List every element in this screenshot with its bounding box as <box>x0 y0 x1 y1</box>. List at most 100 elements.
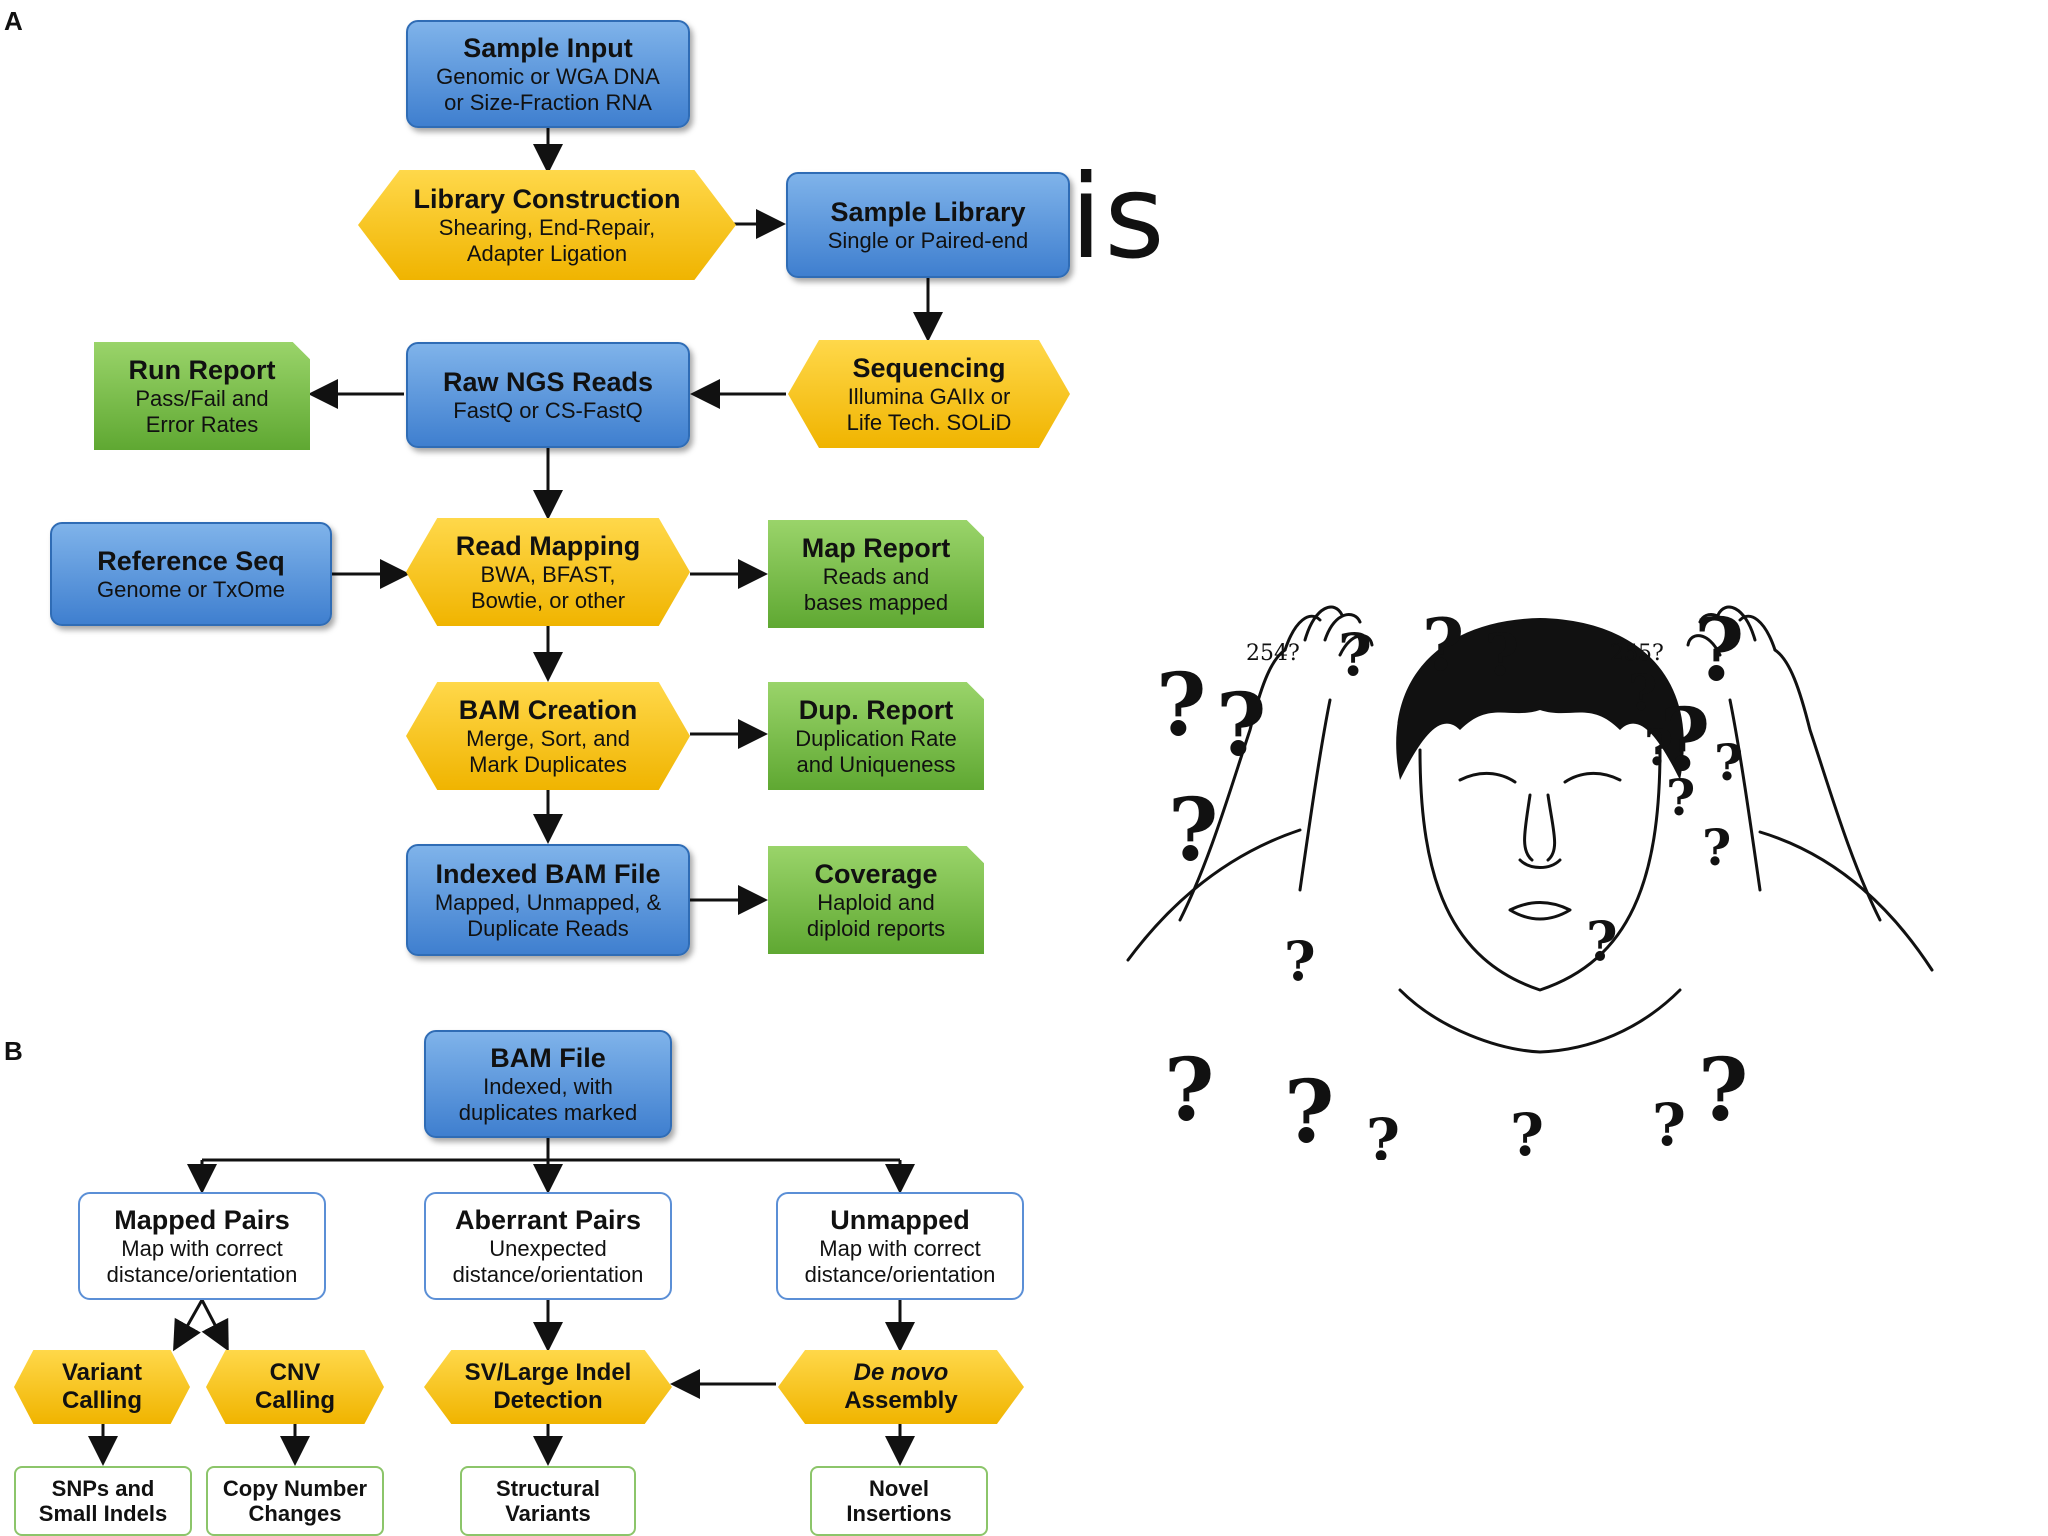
node-subtitle: Genomic or WGA DNA <box>436 64 660 90</box>
node-line: Structural <box>496 1475 600 1501</box>
left-eye <box>1458 772 1517 784</box>
bam-creation-node: BAM Creation Merge, Sort, and Mark Dupli… <box>406 682 690 790</box>
question-mark: ? <box>1366 1106 1400 1160</box>
node-subtitle: Duplication Rate <box>795 726 957 752</box>
node-subtitle: or Size-Fraction RNA <box>444 89 652 115</box>
node-line: Changes <box>248 1501 342 1526</box>
question-mark: ? <box>1510 1101 1544 1160</box>
sequencing-node: Sequencing Illumina GAIIx or Life Tech. … <box>788 340 1070 448</box>
question-mark: ? <box>1284 929 1316 993</box>
node-line: Calling <box>254 1387 335 1414</box>
node-line: Variant <box>61 1359 143 1387</box>
cnv-calling-node: CNV Calling <box>206 1350 384 1424</box>
node-subtitle: Mark Duplicates <box>469 751 627 777</box>
node-line: CNV <box>269 1359 321 1387</box>
node-subtitle: Reads and <box>822 564 930 590</box>
node-title: Sequencing <box>852 353 1006 384</box>
node-title: Coverage <box>814 859 938 890</box>
node-line: Detection <box>493 1387 603 1414</box>
node-subtitle: Error Rates <box>145 411 259 437</box>
question-mark: ? <box>1338 621 1372 689</box>
question-mark: ? <box>1485 621 1519 689</box>
node-subtitle: Merge, Sort, and <box>466 726 630 752</box>
node-subtitle: Mapped, Unmapped, & <box>434 890 662 916</box>
structural-variants-node: Structural Variants <box>460 1466 636 1536</box>
node-title: Unmapped <box>830 1205 970 1236</box>
left-hand <box>1283 605 1374 657</box>
node-subtitle: and Uniqueness <box>796 751 956 777</box>
node-subtitle: Bowtie, or other <box>470 587 626 613</box>
question-mark: ? <box>1422 602 1464 687</box>
variant-calling-node: Variant Calling <box>14 1350 190 1424</box>
node-title: Indexed BAM File <box>435 859 661 890</box>
library-construction-node: Library Construction Shearing, End-Repai… <box>358 170 736 280</box>
node-title: Dup. Report <box>798 695 954 726</box>
sample-library-node: Sample Library Single or Paired-end <box>786 172 1070 278</box>
question-mark: ? <box>1156 655 1206 756</box>
arrow-mapped-to-cnv <box>200 1299 229 1352</box>
node-subtitle: distance/orientation <box>452 1261 644 1287</box>
node-subtitle: Unexpected <box>489 1236 607 1262</box>
mapped-pairs-node: Mapped Pairs Map with correct distance/o… <box>78 1192 326 1300</box>
node-subtitle: Indexed, with <box>483 1074 613 1100</box>
face-outline <box>1418 748 1662 992</box>
node-subtitle: Genome or TxOme <box>97 576 285 602</box>
aberrant-pairs-node: Aberrant Pairs Unexpected distance/orien… <box>424 1192 672 1300</box>
question-mark: ? <box>1628 663 1657 722</box>
node-title: Mapped Pairs <box>114 1205 290 1236</box>
collar-outline <box>1398 988 1682 1054</box>
node-line: Assembly <box>844 1387 958 1414</box>
node-line: De novo <box>853 1359 949 1387</box>
reference-seq-node: Reference Seq Genome or TxOme <box>50 522 332 626</box>
node-subtitle: Life Tech. SOLiD <box>846 409 1012 435</box>
node-line: SNPs and <box>51 1475 155 1501</box>
node-line: Variants <box>505 1501 591 1526</box>
node-subtitle: FastQ or CS-FastQ <box>453 397 643 423</box>
copy-number-node: Copy Number Changes <box>206 1466 384 1536</box>
node-subtitle: Shearing, End-Repair, <box>438 215 656 241</box>
confused-meme-illustration: 254? 255? ? ? ? ? ? ? ? ? ? ? ? ? ? ? ? … <box>1126 600 1934 1160</box>
question-mark: ? <box>1694 600 1744 701</box>
raw-ngs-reads-node: Raw NGS Reads FastQ or CS-FastQ <box>406 342 690 448</box>
question-mark: ? <box>1666 768 1695 827</box>
dup-report-node: Dup. Report Duplication Rate and Uniquen… <box>768 682 984 790</box>
panel-a-label: A <box>4 6 23 36</box>
node-subtitle: duplicates marked <box>458 1099 638 1125</box>
panel-b-label: B <box>4 1036 23 1066</box>
node-line: SV/Large Indel <box>464 1359 632 1387</box>
question-mark: ? <box>1652 1091 1686 1159</box>
node-subtitle: distance/orientation <box>804 1261 996 1287</box>
node-title: BAM Creation <box>458 695 638 726</box>
body-outline <box>1126 828 1934 972</box>
node-title: Raw NGS Reads <box>442 366 654 397</box>
nose <box>1518 793 1562 869</box>
run-report-node: Run Report Pass/Fail and Error Rates <box>94 342 310 450</box>
node-subtitle: Map with correct <box>819 1236 981 1262</box>
mouth <box>1508 901 1572 921</box>
right-eye <box>1563 772 1622 784</box>
label-254: 254? <box>1246 641 1300 666</box>
node-line: Novel <box>869 1475 929 1501</box>
question-mark: ? <box>1698 1040 1748 1141</box>
hair <box>1396 618 1684 780</box>
question-mark: ? <box>1216 675 1266 776</box>
node-subtitle: Duplicate Reads <box>467 915 629 941</box>
arrow-mapped-to-variant <box>173 1299 204 1352</box>
node-line: Small Indels <box>38 1501 168 1526</box>
de-novo-node: De novo Assembly <box>778 1350 1024 1424</box>
node-title: Map Report <box>801 533 951 564</box>
node-subtitle: distance/orientation <box>106 1261 298 1287</box>
node-subtitle: Haploid and <box>817 890 935 916</box>
node-subtitle: Adapter Ligation <box>466 240 628 266</box>
node-subtitle: Pass/Fail and <box>135 386 269 412</box>
question-mark: ? <box>1284 1062 1334 1160</box>
map-report-node: Map Report Reads and bases mapped <box>768 520 984 628</box>
node-title: Library Construction <box>413 184 681 215</box>
question-mark: ? <box>1714 733 1743 792</box>
label-255: 255? <box>1610 641 1664 666</box>
snps-node: SNPs and Small Indels <box>14 1466 192 1536</box>
node-title: Sample Library <box>830 196 1026 227</box>
question-mark: ? <box>1702 818 1731 877</box>
novel-insertions-node: Novel Insertions <box>810 1466 988 1536</box>
